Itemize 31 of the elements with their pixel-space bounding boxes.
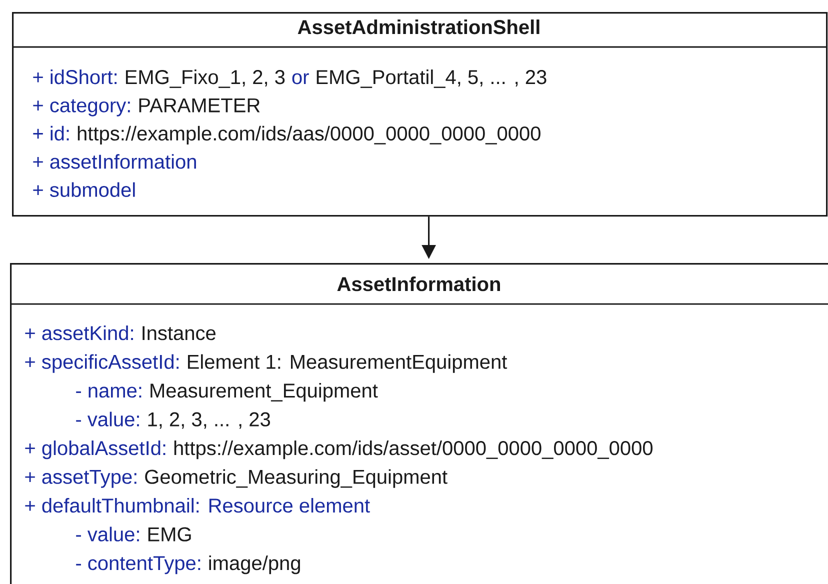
- attribute-value: EMG_Fixo_1, 2, 3: [126, 70, 285, 88]
- attribute-value: 1, 2, 3, ... , 23: [148, 412, 270, 429]
- attribute-name: + submodel: [33, 182, 135, 197]
- attribute-name: + category:: [33, 99, 130, 116]
- class-name: AssetInformation: [337, 276, 500, 292]
- attribute-name: - value:: [76, 526, 139, 542]
- attribute-name: + idShort:: [33, 70, 117, 84]
- attribute-value: EMG_Portatil_4, 5, ... , 23: [316, 70, 546, 88]
- attribute-name: - name:: [76, 386, 142, 398]
- attribute-name: + defaultThumbnail: Resource element: [25, 498, 370, 513]
- attribute-name: - value:: [76, 412, 139, 426]
- attribute-value: https://example.com/ids/aas/0000_0000_0000_0000: [78, 126, 540, 145]
- attribute-name: + assetType:: [25, 470, 136, 488]
- keyword: or: [292, 73, 309, 84]
- class-name: AssetAdministrationShell: [298, 20, 540, 34]
- attribute-name: - contentType:: [76, 556, 200, 574]
- attribute-name: + assetInformation: [33, 154, 196, 169]
- class-box: [12, 12, 828, 217]
- attribute-name: + assetKind:: [25, 326, 133, 340]
- class-box: [10, 263, 828, 584]
- attribute-value: image/png: [209, 556, 300, 574]
- attribute-name: + specificAssetId:: [25, 354, 179, 373]
- attribute-value: Measurement_Equipment: [150, 383, 378, 402]
- attribute-value: PARAMETER: [139, 98, 260, 112]
- attribute-name: + globalAssetId:: [25, 440, 166, 460]
- attribute-value: EMG: [148, 527, 191, 542]
- attribute-value: Element 1: MeasurementEquipment: [188, 354, 508, 373]
- attribute-value: Geometric_Measuring_Equipment: [145, 469, 448, 488]
- attribute-name: + id:: [33, 126, 69, 141]
- attribute-value: Instance: [142, 326, 216, 340]
- attribute-value: https://example.com/ids/asset/0000_0000_0000_0000: [174, 440, 653, 460]
